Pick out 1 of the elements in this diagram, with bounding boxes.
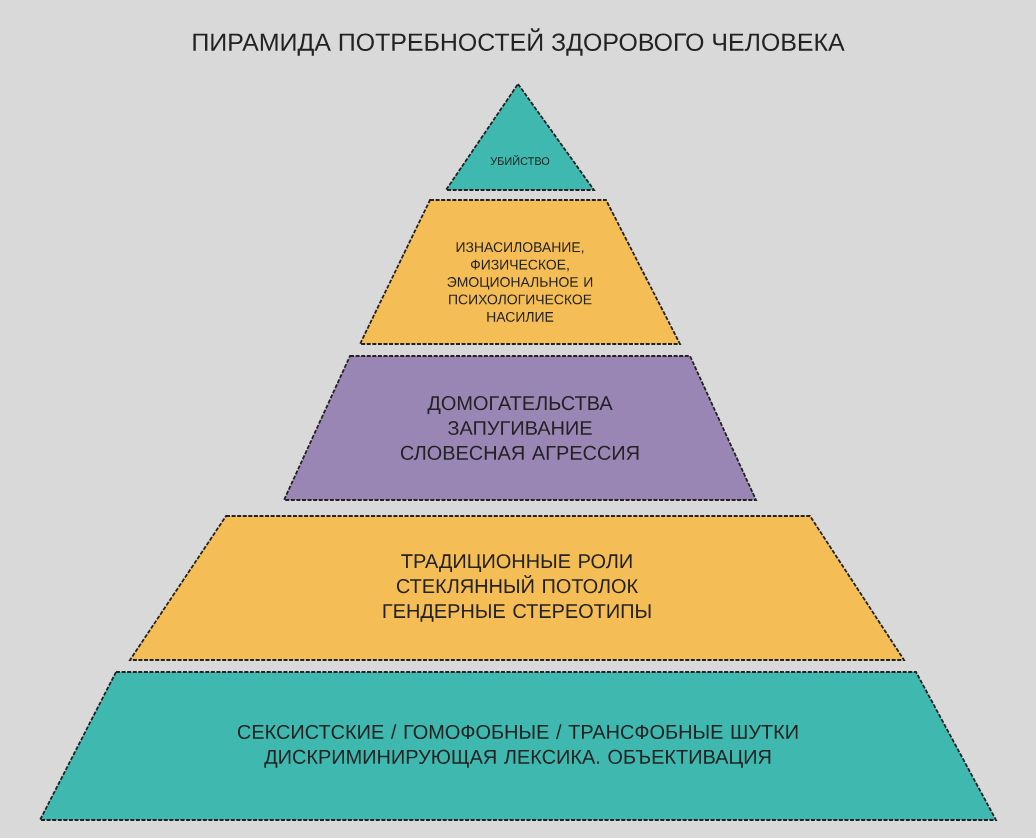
title: ПИРАМИДА ПОТРЕБНОСТЕЙ ЗДОРОВОГО ЧЕЛОВЕКА bbox=[193, 28, 845, 56]
